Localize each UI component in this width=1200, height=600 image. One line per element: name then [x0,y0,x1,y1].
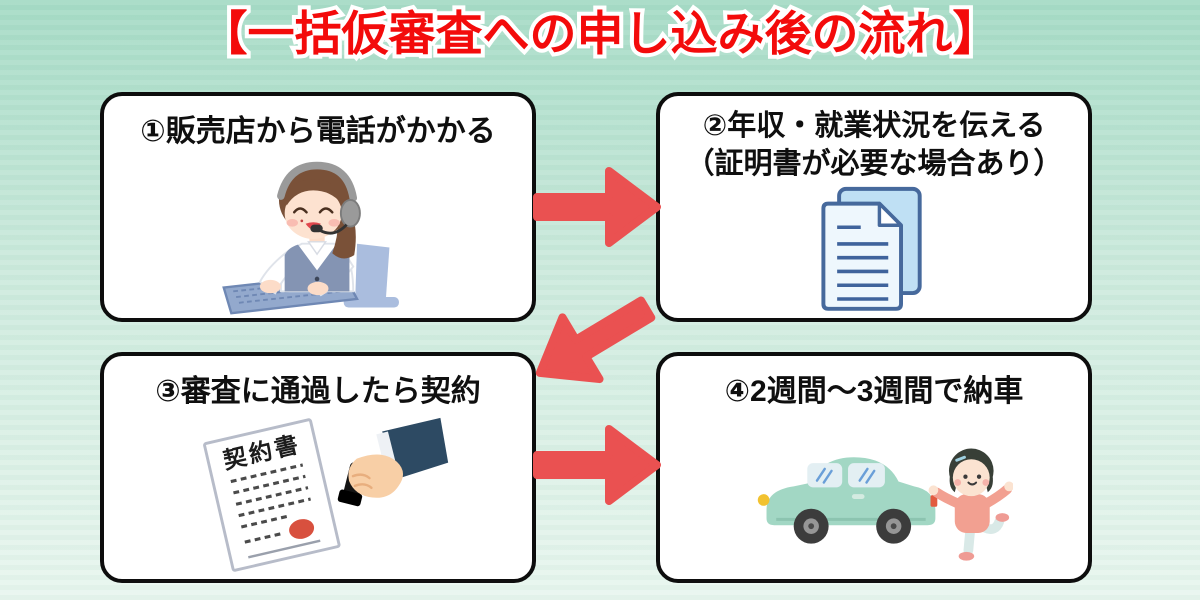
arrow-down-left-icon [535,296,656,384]
headset-icon [277,161,361,235]
step-1-caption: ①販売店から電話がかかる [104,112,532,152]
folded-corner [877,202,903,228]
running-girl [928,448,1013,561]
page-title-outline: 【一括仮審査への申し込み後の流れ】 [197,3,1004,64]
step-box-2: ②年収・就業状況を伝える （証明書が必要な場合あり） [656,92,1092,322]
step-2-caption-line2: （証明書が必要な場合あり） [685,148,1063,181]
red-seal-mark [289,518,315,539]
step-box-4: ④2週間～3週間で納車 [656,352,1092,583]
arrow-right-icon [533,425,661,505]
wheels [793,508,912,544]
taillight [930,495,938,507]
contract-paper: 契約書 [203,418,341,572]
step-3-caption-line1: ③審査に通過したら契約 [155,375,481,408]
arrow-right-icon [533,167,661,247]
step-2-caption-line1: ②年収・就業状況を伝える [702,110,1046,142]
door-handle [851,494,865,500]
car-icon [757,457,938,544]
step-3-caption: ③審査に通過したら契約 [104,372,532,412]
headlight [757,494,770,506]
step-1-caption-line1: ①販売店から電話がかかる [140,115,496,148]
contract-stamping-illustration: 契約書 [203,417,449,572]
car-delivery-illustration [757,448,1013,561]
step-box-3: ③審査に通過したら契約 契約書 [100,352,536,583]
step-2-caption: ②年収・就業状況を伝える （証明書が必要な場合あり） [660,107,1088,184]
window-glints [815,467,876,484]
suit-sleeve [382,417,449,478]
documents-icon [821,187,922,312]
page-title: 【一括仮審査への申し込み後の流れ】 【一括仮審査への申し込み後の流れ】 [0,3,1200,64]
call-center-operator-illustration [222,161,399,315]
document-text-lines [837,225,889,302]
step-4-caption: ④2週間～3週間で納車 [660,372,1088,412]
page-title-text: 【一括仮審査への申し込み後の流れ】 [200,7,1000,60]
hand [348,454,404,498]
step-box-1: ①販売店から電話がかかる [100,92,536,322]
contract-text-lines [230,463,311,544]
step-4-caption-line1: ④2週間～3週間で納車 [724,375,1024,408]
stamping-hand [337,417,449,507]
